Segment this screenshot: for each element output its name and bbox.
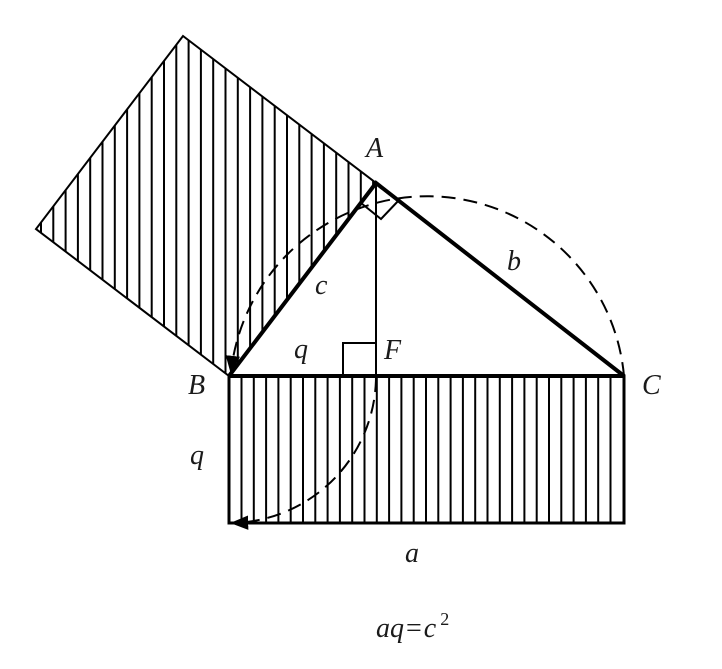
label-side-a: a (405, 538, 419, 569)
label-q-side: q (190, 440, 204, 471)
right-angle-mark-a (360, 198, 401, 221)
thales-semicircle (225, 195, 625, 377)
equation-equals: = (406, 613, 422, 644)
triangle-abc (227, 180, 626, 378)
rotation-arc-q (230, 377, 377, 530)
label-f: F (383, 335, 402, 366)
label-side-c: c (315, 270, 328, 301)
equation-exponent: 2 (440, 609, 449, 629)
square-on-c (34, 34, 378, 378)
square-hatching (40, 36, 375, 376)
label-a-vertex: A (364, 133, 384, 164)
label-q-segment: q (294, 334, 308, 365)
rectangle-hatching (240, 376, 612, 523)
label-b-vertex: B (188, 370, 205, 401)
label-side-b: b (507, 246, 521, 277)
equation-rhs: c (424, 613, 437, 644)
label-c-vertex: C (642, 370, 661, 401)
right-angle-mark-f (342, 342, 376, 376)
equation-lhs: aq (376, 613, 404, 644)
